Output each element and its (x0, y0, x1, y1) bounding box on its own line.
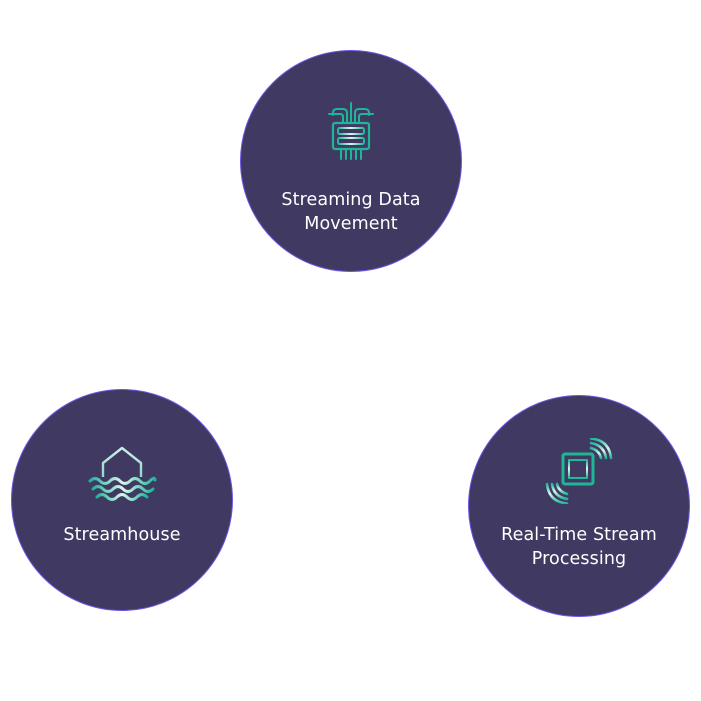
node-real-time-stream-processing[interactable]: Real-Time Stream Processing (468, 395, 690, 617)
house-on-waves-icon (88, 446, 157, 501)
node-label-line2: Movement (304, 214, 398, 234)
node-label-line2: Processing (531, 549, 627, 569)
node-streamhouse[interactable]: Streamhouse (11, 389, 233, 611)
circuit-chip-icon (328, 102, 374, 160)
node-label-line1: Streaming Data (281, 190, 421, 210)
node-label-line1: Streamhouse (63, 525, 181, 545)
node-streaming-data-movement[interactable]: Streaming Data Movement (240, 50, 462, 272)
signal-square-icon (545, 438, 613, 504)
node-label-line1: Real-Time Stream (501, 525, 657, 545)
